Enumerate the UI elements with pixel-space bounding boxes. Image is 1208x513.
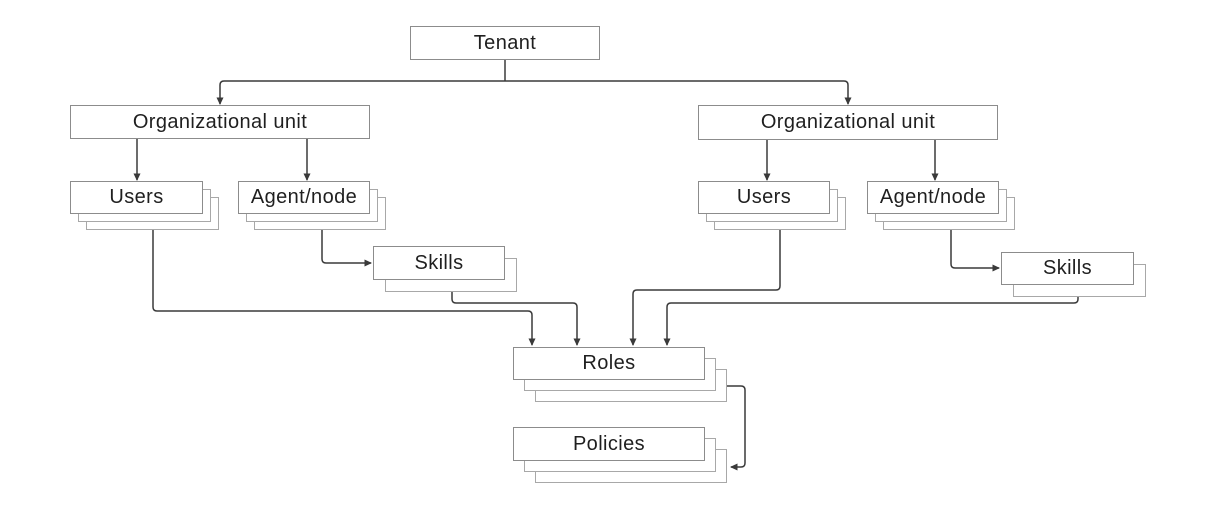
edge-skills-right-to-roles xyxy=(663,297,1079,346)
edge-agent-left-to-skills-left xyxy=(321,230,372,267)
edge-tenant-to-org-right xyxy=(505,80,852,105)
node-users-right: Users xyxy=(698,181,846,230)
edge-roles-to-policies xyxy=(727,385,746,471)
node-policies-label: Policies xyxy=(513,427,705,461)
node-users-left-label: Users xyxy=(70,181,203,214)
edge-tenant-to-org-left xyxy=(216,80,505,105)
node-agent-node-left: Agent/node xyxy=(238,181,386,230)
node-org-unit-left-label: Organizational unit xyxy=(70,105,370,139)
edge-agent-right-to-skills-right xyxy=(950,230,1000,272)
node-agent-node-left-label: Agent/node xyxy=(238,181,370,214)
node-agent-node-right-label: Agent/node xyxy=(867,181,999,214)
node-users-left: Users xyxy=(70,181,219,230)
node-skills-left: Skills xyxy=(373,246,517,292)
node-skills-right-label: Skills xyxy=(1001,252,1134,285)
node-roles-label: Roles xyxy=(513,347,705,380)
node-users-right-label: Users xyxy=(698,181,830,214)
node-skills-right: Skills xyxy=(1001,252,1146,297)
node-org-unit-right: Organizational unit xyxy=(698,105,998,140)
node-org-unit-left: Organizational unit xyxy=(70,105,370,139)
node-tenant-label: Tenant xyxy=(410,26,600,60)
edge-users-right-to-roles xyxy=(629,230,781,346)
node-tenant: Tenant xyxy=(410,26,600,60)
node-agent-node-right: Agent/node xyxy=(867,181,1015,230)
node-roles: Roles xyxy=(513,347,727,402)
edge-skills-left-to-roles xyxy=(451,292,581,346)
node-org-unit-right-label: Organizational unit xyxy=(698,105,998,140)
node-policies: Policies xyxy=(513,427,727,483)
node-skills-left-label: Skills xyxy=(373,246,505,280)
